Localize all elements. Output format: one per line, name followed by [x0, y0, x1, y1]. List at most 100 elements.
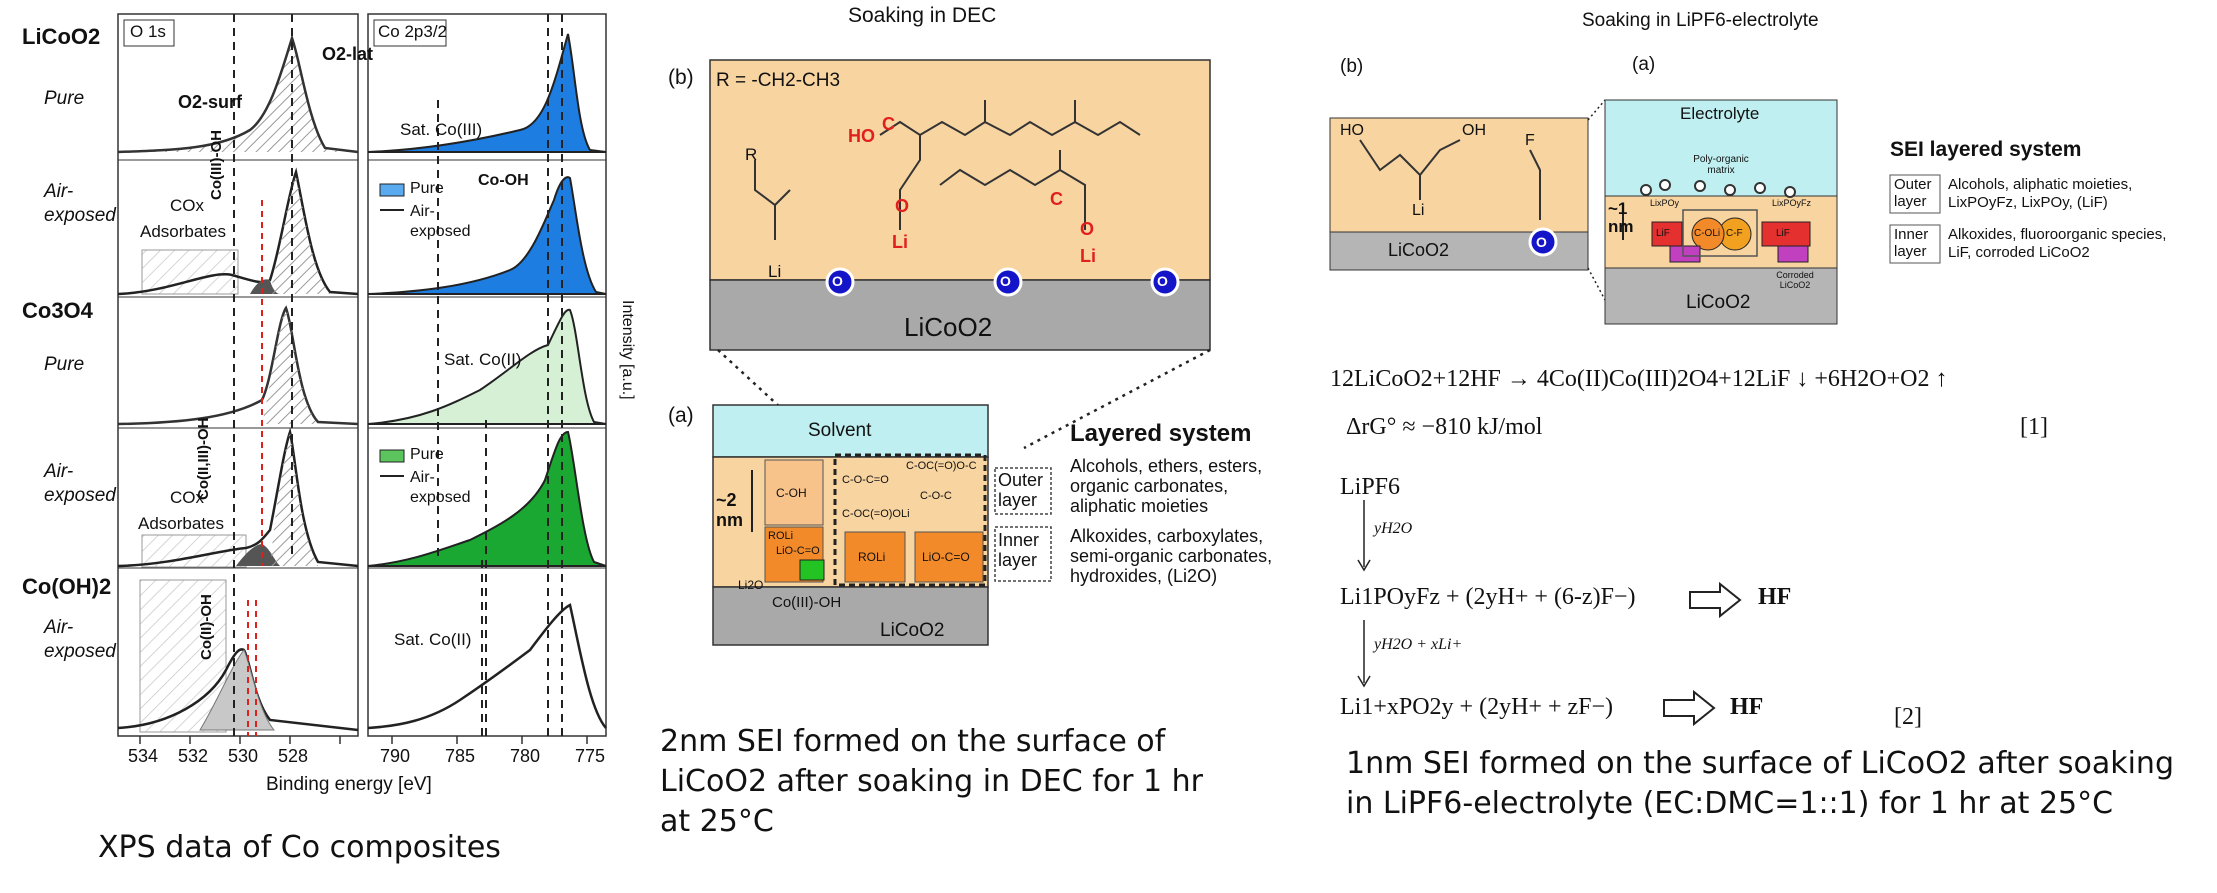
- lipf6-figure: [1329, 99, 1941, 727]
- ref1: [1]: [2020, 414, 2048, 440]
- label-pure-2: Pure: [44, 354, 85, 375]
- lipf6-cell-0: LiF: [1656, 228, 1670, 239]
- lipf6-electrolyte: [1604, 99, 1838, 197]
- dec-cell-coh: [764, 459, 824, 526]
- eq-line3: Li1+xPO2y + (2yH+ + zF−): [1340, 694, 1613, 720]
- lipf6-cell-2: C-F: [1726, 228, 1743, 239]
- lipf6-cell-6: Corroded LiCoO2: [1776, 270, 1814, 290]
- co-tick-3: 775: [575, 746, 606, 766]
- co2p-licoo2-pure: [367, 33, 607, 153]
- dec-o-2: O: [1000, 273, 1011, 289]
- lipf6-zoom-bottom: [1587, 267, 1606, 301]
- lipf6-label-a: (a): [1632, 54, 1656, 75]
- eq-lipf6: LiPF6: [1340, 474, 1401, 500]
- legend-pure-2: Pure: [410, 446, 444, 463]
- o-lat-label: O2-lat: [322, 44, 374, 64]
- label-air-1: Air-exposed: [44, 181, 116, 226]
- cox-label-2: COx: [170, 488, 204, 507]
- lipf6-outer-label: Outer layer: [1894, 176, 1932, 210]
- cox-label-1: COx: [170, 196, 204, 215]
- dec-li-atom: Li: [768, 262, 782, 281]
- lipf6-arrowhead-2: [1357, 675, 1371, 688]
- dec-licoo2-slab: [709, 279, 1211, 351]
- dec-cell-0: C-OH: [776, 486, 807, 500]
- dec-licoo2: LiCoO2: [904, 312, 993, 342]
- dec-solvent-region: [712, 404, 989, 458]
- co2oh-label: Co(II)-OH: [198, 594, 215, 660]
- dec-o-1: O: [832, 273, 843, 289]
- eq-hf-2: HF: [1730, 694, 1764, 720]
- lipf6-outer-box: [1889, 174, 1941, 214]
- o1s-co3o4-pure-curve: [117, 305, 359, 426]
- sat-co2-label-2: Sat. Co(II): [394, 630, 472, 649]
- svg-text:O: O: [895, 196, 909, 216]
- dec-o-3: O: [1157, 273, 1168, 289]
- cox-box-1: [141, 249, 239, 295]
- eq1b: ΔrG° ≈ −810 kJ/mol: [1346, 414, 1543, 440]
- lipf6-center-box: [1682, 209, 1758, 257]
- lipf6-cell-3: LiF: [1776, 228, 1790, 239]
- eq1: 12LiCoO2+12HF → 4Co(II)Co(III)2O4+12LiF …: [1330, 366, 1948, 392]
- lipf6-oh: OH: [1462, 122, 1486, 139]
- lipf6-a-substrate: [1604, 267, 1838, 325]
- hf-arrow-1: [1689, 581, 1742, 619]
- adsorbates-label-2: Adsorbates: [138, 514, 224, 533]
- eq-yh2o: yH2O: [1374, 520, 1413, 537]
- ref2: [2]: [1894, 704, 1922, 730]
- dec-outer-box: [994, 467, 1052, 515]
- label-air-3: Air-exposed: [44, 617, 116, 662]
- dec-cell-1: C-O-C=O: [842, 474, 889, 486]
- svg-text:C: C: [1050, 189, 1063, 209]
- lipf6-coli: [1691, 217, 1725, 251]
- eq-line2: Li1POyFz + (2yH+ + (6-z)F−): [1340, 584, 1636, 610]
- dec-cell-4: C-O-C: [920, 490, 952, 502]
- dec-licoo2-inset: LiCoO2: [880, 620, 945, 641]
- co2p-label: Co 2p3/2: [378, 22, 447, 41]
- o1s-co3o4-air-curve: [117, 427, 359, 568]
- co2p-licoo2-air: [367, 176, 607, 295]
- lipf6-licoo2-b: LiCoO2: [1388, 240, 1450, 260]
- co-tick-1: 785: [445, 746, 476, 766]
- dec-inner-box: [994, 526, 1052, 582]
- dec-layered-title: Layered system: [1070, 420, 1252, 447]
- lipf6-inner-label: Inner layer: [1894, 226, 1929, 260]
- co3oh-label: Co(III)-OH: [208, 130, 225, 200]
- legend-air-1: Air-exposed: [410, 203, 471, 240]
- lipf6-electrolyte-label: Electrolyte: [1680, 104, 1760, 123]
- dec-r-atom: R: [745, 145, 758, 164]
- dec-cell-7: ROLi: [858, 550, 886, 564]
- dec-cell-9: Li2O: [738, 578, 764, 592]
- svg-text:O: O: [1080, 219, 1094, 239]
- lipf6-cell-4: LixPOy: [1650, 198, 1680, 208]
- lipf6-lif-1: [1651, 221, 1683, 247]
- lipf6-outer-text: Alcohols, aliphatic moieties,LixPOyFz, L…: [1948, 176, 2133, 211]
- lipf6-b-sei: [1329, 117, 1589, 233]
- label-air-2: Air-exposed: [44, 461, 116, 506]
- o1s-co3o4-pure-hatch: [262, 308, 318, 424]
- o1s-tick-0: 534: [128, 746, 159, 766]
- o1s-label-box: [123, 19, 175, 47]
- dec-molecule-bonds: [754, 100, 1141, 240]
- lipf6-arrowhead-1: [1357, 559, 1371, 572]
- dec-cell-2: C-OC(=O)OLi: [842, 508, 910, 520]
- lipf6-ho: HO: [1340, 122, 1364, 139]
- lipf6-zoom-top: [1587, 99, 1606, 121]
- lipf6-li: Li: [1412, 202, 1425, 219]
- o1s-tick-1: 532: [178, 746, 209, 766]
- x-ticks: [139, 736, 588, 744]
- dec-title: Soaking in DEC: [848, 4, 997, 27]
- dec-o-circles: [825, 267, 1180, 297]
- dec-inner-text: Alkoxides, carboxylates,semi-organic car…: [1070, 526, 1273, 586]
- caption-xps: XPS data of Co composites: [98, 830, 501, 865]
- dec-label-a: (a): [668, 404, 694, 427]
- y-axis-label: Intensity [a.u.]: [619, 300, 636, 400]
- o1s-licoo2-air-curve: [117, 167, 359, 296]
- lipf6-licoo2-a: LiCoO2: [1686, 292, 1751, 313]
- o1s-tick-3: 528: [278, 746, 309, 766]
